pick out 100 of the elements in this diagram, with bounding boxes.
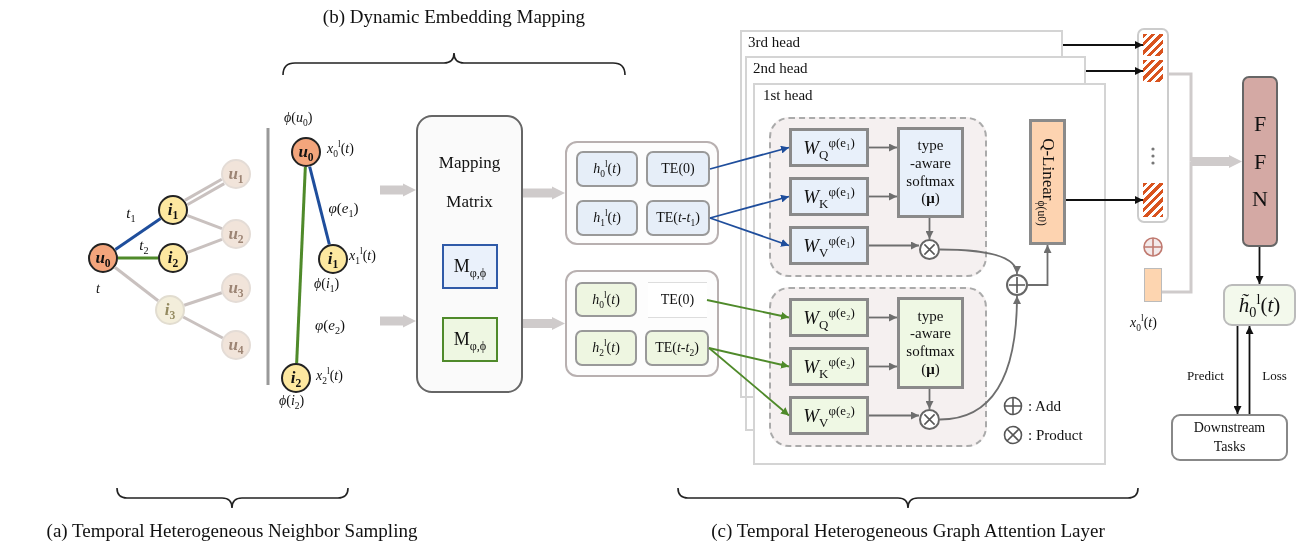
graph-node <box>221 159 251 189</box>
block-arrow <box>380 314 416 328</box>
hatched-bar <box>1143 60 1163 82</box>
weight-box <box>789 396 869 435</box>
node-label: Mapping Matrix <box>437 152 502 214</box>
edge-line <box>186 213 223 231</box>
hatched-bar <box>1143 34 1163 56</box>
arrow <box>868 241 920 250</box>
node-label: h$_{0}$$^{l}$(t) <box>593 161 621 177</box>
weight-box <box>789 128 869 167</box>
node-label: i$_{2}$ <box>167 248 179 268</box>
node-label: i$_{1}$ <box>327 249 339 269</box>
panel-title: 2nd head <box>753 60 808 77</box>
linear-layer-box <box>1029 119 1066 245</box>
arrow <box>708 347 790 369</box>
dashed-group <box>769 117 987 277</box>
arrow <box>706 299 790 320</box>
edge-line <box>184 177 223 202</box>
feature-bar <box>1144 268 1162 302</box>
feature-cell <box>576 200 638 236</box>
arrow <box>925 388 934 410</box>
node-annotation: x$_{0}$$^{l}$(t) <box>327 141 354 157</box>
node-label: u$_{0}$ <box>95 248 111 268</box>
arrow <box>709 217 790 247</box>
attention-head-panel <box>740 30 1063 56</box>
node-label: h̃$_{0}$$^{l}$(t) <box>1238 292 1281 318</box>
node-annotation: x$_{0}$$^{l}$(t) <box>1130 315 1157 331</box>
node-label: u$_{4}$ <box>228 335 244 355</box>
arrow <box>1245 325 1254 415</box>
matrix-box <box>442 244 498 289</box>
feature-cell <box>646 151 710 187</box>
arrow <box>868 411 920 420</box>
feature-group-box <box>565 270 719 377</box>
block-arrow <box>523 186 565 200</box>
arrow <box>925 217 934 240</box>
node-label: type -aware softmax (μ) <box>905 307 956 379</box>
arrow <box>1062 41 1144 49</box>
feature-cell <box>645 330 709 366</box>
task-box <box>1171 414 1288 461</box>
arrow <box>709 194 790 219</box>
node-label: TE(t-t$_{1}$) <box>656 210 700 226</box>
arrow <box>868 192 898 201</box>
weight-box <box>789 347 869 386</box>
legend-label: : Add <box>1028 397 1061 415</box>
arrow <box>708 347 790 417</box>
node-label: i$_{1}$ <box>167 200 179 220</box>
block-arrow <box>380 183 416 197</box>
node-label: i$_{3}$ <box>164 300 176 320</box>
product-operator <box>919 409 940 430</box>
arrow <box>868 313 898 322</box>
attention-head-panel <box>753 83 1106 465</box>
feature-cell <box>646 200 710 236</box>
weight-box <box>789 298 869 337</box>
dashed-group <box>769 287 987 447</box>
add-operator <box>1006 274 1028 296</box>
graph-node <box>221 219 251 249</box>
node-label: h$_{2}$$^{l}$(t) <box>592 340 620 356</box>
node-label: u$_{3}$ <box>228 278 244 298</box>
edge-line <box>113 266 160 302</box>
edge-line <box>183 291 223 307</box>
hatched-bar <box>1143 183 1163 217</box>
feature-cell <box>575 330 637 366</box>
output-box <box>1223 284 1296 326</box>
edge-line <box>182 315 224 340</box>
arrow <box>1255 246 1264 285</box>
node-label: h$_{1}$$^{l}$(t) <box>593 210 621 226</box>
softmax-box <box>897 297 964 389</box>
block-arrow <box>523 317 565 330</box>
node-label: u$_{0}$ <box>298 142 314 162</box>
node-label: i$_{2}$ <box>290 368 302 388</box>
node-annotation: ϕ(i$_{1}$) <box>314 276 340 292</box>
bracket-line <box>1169 72 1193 162</box>
section-caption: (c) Temporal Heterogeneous Graph Attention Layer <box>711 520 1105 542</box>
head-output-column <box>1137 28 1169 223</box>
node-annotation: ϕ(i$_{2}$) <box>279 393 305 409</box>
feature-cell <box>576 151 638 187</box>
node-annotation: x$_{2}$$^{l}$(t) <box>316 368 343 384</box>
arrow <box>1233 325 1242 415</box>
arrow <box>868 143 898 152</box>
edge-line <box>308 166 331 245</box>
mapping-matrix-box <box>416 115 523 393</box>
node-label: type -aware softmax (μ) <box>905 137 956 208</box>
weight-box <box>789 226 869 265</box>
edge-label: φ(e$_{2}$) <box>312 316 348 334</box>
feature-cell <box>575 282 637 317</box>
edge-label: φ(e$_{1}$) <box>326 199 361 216</box>
feature-group-box <box>565 141 719 245</box>
graph-node <box>158 195 188 225</box>
matrix-box <box>442 317 498 362</box>
arrow <box>1085 67 1144 75</box>
legend-label: : Product <box>1028 426 1083 444</box>
arrow <box>939 295 1021 421</box>
graph-node <box>221 273 251 303</box>
graph-node <box>318 244 348 274</box>
edge-line <box>295 166 307 364</box>
softmax-box <box>897 127 964 218</box>
node-label: u$_{2}$ <box>228 224 244 244</box>
graph-node <box>291 137 321 167</box>
block-arrow <box>1191 155 1242 168</box>
arrow <box>709 145 790 170</box>
